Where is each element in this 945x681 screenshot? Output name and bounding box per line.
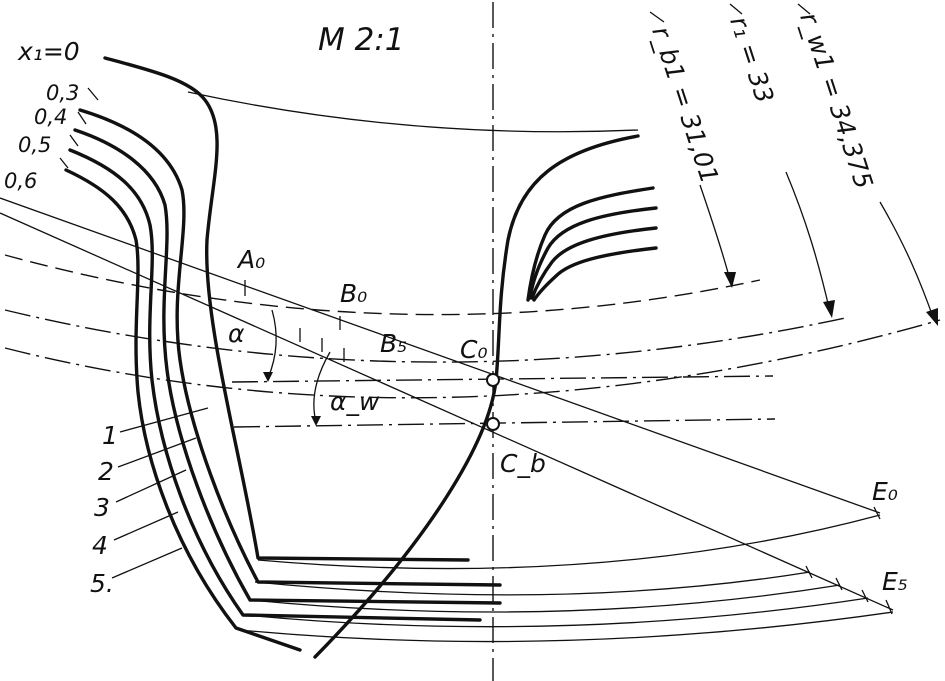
profile-number-5: 5. bbox=[90, 569, 114, 598]
action-ticks bbox=[244, 280, 893, 615]
line-c0 bbox=[231, 375, 774, 383]
profile-leaders bbox=[111, 407, 209, 579]
leader-r1 bbox=[785, 171, 831, 313]
working-circle-rw1 bbox=[4, 319, 941, 399]
radius-rb1-label: r_b1 = 31,01 bbox=[646, 23, 724, 187]
alpha-arc bbox=[267, 309, 277, 379]
root-arc-5 bbox=[239, 611, 894, 643]
mating-flank-0 bbox=[313, 134, 640, 659]
x-value-03: 0,3 bbox=[46, 81, 79, 105]
root-arc-3 bbox=[249, 584, 841, 613]
point-cb-label: C_b bbox=[500, 449, 546, 478]
action-line-e0 bbox=[0, 197, 881, 514]
arrow-rw1 bbox=[926, 308, 938, 326]
action-line-e5 bbox=[0, 212, 894, 611]
point-a0-label: A₀ bbox=[236, 245, 265, 274]
point-e0-label: E₀ bbox=[872, 477, 898, 506]
leader-rw1 bbox=[879, 201, 935, 321]
alpha-w-arrow bbox=[311, 416, 321, 426]
x-value-04: 0,4 bbox=[34, 105, 67, 129]
x1-label: x₁=0 bbox=[17, 37, 80, 66]
alpha-w-arc bbox=[313, 351, 331, 423]
root-arc-1 bbox=[257, 514, 881, 570]
point-cb bbox=[486, 417, 500, 431]
point-e5-label: E₅ bbox=[882, 567, 908, 596]
root-arc-4 bbox=[244, 597, 869, 628]
radius-r1-label: r₁ = 33 bbox=[724, 13, 779, 107]
leader-rb1 bbox=[699, 184, 731, 281]
arrow-r1 bbox=[823, 300, 835, 318]
tick-r1 bbox=[729, 3, 743, 15]
point-b5-label: B₅ bbox=[380, 329, 407, 358]
x-value-06: 0,6 bbox=[4, 169, 37, 193]
arrow-rb1 bbox=[724, 272, 736, 288]
scale-label: M 2:1 bbox=[318, 22, 405, 58]
tick-rw1 bbox=[797, 3, 811, 15]
point-c0 bbox=[486, 373, 500, 387]
point-b0-label: B₀ bbox=[340, 279, 367, 308]
base-circle-rb1 bbox=[4, 254, 761, 316]
radius-rw1-label: r_w1 = 34,375 bbox=[794, 9, 878, 192]
line-cb bbox=[233, 418, 776, 428]
profile-x06 bbox=[64, 168, 302, 652]
profile-x0 bbox=[103, 56, 470, 562]
tick-rb1 bbox=[649, 11, 665, 23]
mating-flank-4 bbox=[532, 246, 658, 302]
mating-flank-1 bbox=[526, 186, 655, 302]
alpha-label: α bbox=[228, 319, 245, 348]
profile-x04 bbox=[73, 128, 502, 605]
alpha-arrow bbox=[263, 372, 273, 382]
x-leaders bbox=[59, 87, 99, 169]
tip-arc-upper bbox=[187, 91, 639, 133]
profile-x05 bbox=[68, 148, 482, 622]
root-arc-2 bbox=[254, 571, 811, 596]
x-value-05: 0,5 bbox=[18, 133, 51, 157]
mating-flank-2 bbox=[528, 206, 658, 300]
profile-number-3: 3 bbox=[94, 493, 110, 522]
profile-number-1: 1 bbox=[102, 421, 118, 450]
profile-x03 bbox=[78, 108, 502, 587]
point-c0-label: C₀ bbox=[460, 335, 487, 364]
alpha-w-label: α_w bbox=[330, 387, 380, 416]
pitch-circle-r1 bbox=[4, 309, 846, 363]
mating-flank-3 bbox=[530, 226, 658, 300]
profile-number-2: 2 bbox=[98, 457, 114, 486]
profile-number-4: 4 bbox=[92, 531, 108, 560]
